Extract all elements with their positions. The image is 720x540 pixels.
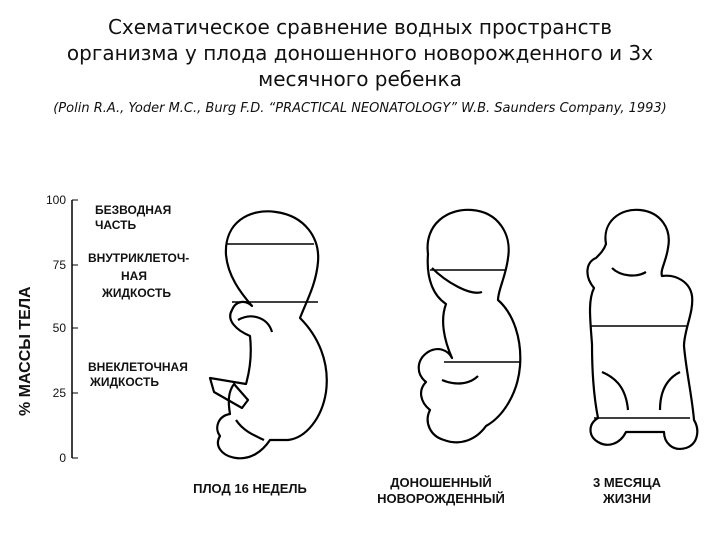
caption-newborn-1: ДОНОШЕННЫЙ: [390, 475, 491, 490]
title-line-3: месячного ребенка: [258, 67, 462, 91]
citation: (Polin R.A., Yoder M.C., Burg F.D. “PRAC…: [53, 101, 667, 116]
newborn-figure: [417, 208, 522, 444]
tick-label: 0: [59, 451, 66, 465]
title-line-2: организма у плода доношенного новорожден…: [66, 41, 654, 65]
tick-label: 50: [53, 321, 67, 335]
axis-label: % МАССЫ ТЕЛА: [17, 286, 34, 416]
title-line-1: Схематическое сравнение водных пространс…: [107, 15, 613, 39]
tick-label: 75: [53, 258, 67, 272]
caption-fetus: ПЛОД 16 НЕДЕЛЬ: [193, 481, 307, 496]
label-extra-2: ЖИДКОСТЬ: [89, 375, 159, 389]
label-intra-1: ВНУТРИКЛЕТОЧ-: [88, 251, 189, 265]
tick-label: 100: [46, 193, 66, 207]
compartment-labels: БЕЗВОДНАЯ ЧАСТЬ ВНУТРИКЛЕТОЧ- НАЯ ЖИДКОС…: [88, 203, 189, 389]
fetus-16-weeks-figure: [208, 210, 328, 460]
label-dry-2: ЧАСТЬ: [95, 218, 136, 232]
tick-label: 25: [53, 386, 67, 400]
y-ticks: 100 75 50 25 0: [46, 193, 78, 465]
caption-3-months-2: ЖИЗНИ: [602, 491, 651, 506]
figure-captions: ПЛОД 16 НЕДЕЛЬ ДОНОШЕННЫЙ НОВОРОЖДЕННЫЙ …: [193, 475, 661, 506]
caption-newborn-2: НОВОРОЖДЕННЫЙ: [377, 491, 505, 506]
label-extra-1: ВНЕКЛЕТОЧНАЯ: [88, 360, 188, 374]
label-intra-2: НАЯ: [121, 269, 147, 283]
label-dry-1: БЕЗВОДНАЯ: [95, 203, 171, 217]
three-month-infant-figure: [586, 208, 699, 450]
label-intra-3: ЖИДКОСТЬ: [101, 286, 171, 300]
page-title: Схематическое сравнение водных пространс…: [0, 14, 720, 92]
caption-3-months-1: 3 МЕСЯЦА: [593, 475, 662, 490]
